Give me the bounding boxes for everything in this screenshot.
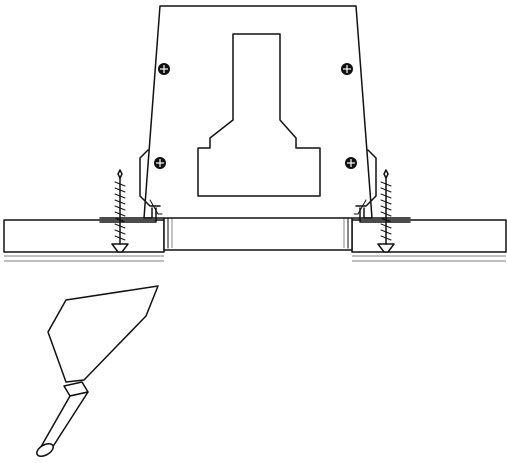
ceiling-board-right xyxy=(351,219,507,262)
recessed-housing-icon xyxy=(139,5,377,219)
ceiling-board-left xyxy=(3,219,165,262)
housing-screw-top-right xyxy=(341,63,353,75)
housing-screw-top-left xyxy=(158,63,170,75)
mounting-tab-left xyxy=(99,199,163,223)
housing-screw-bottom-left xyxy=(154,157,166,169)
screw-icon-left xyxy=(111,169,129,253)
screw-icon-right xyxy=(377,169,395,253)
housing-screw-bottom-right xyxy=(345,157,357,169)
mounting-tab-right xyxy=(353,199,411,223)
putty-knife-icon xyxy=(36,285,159,457)
